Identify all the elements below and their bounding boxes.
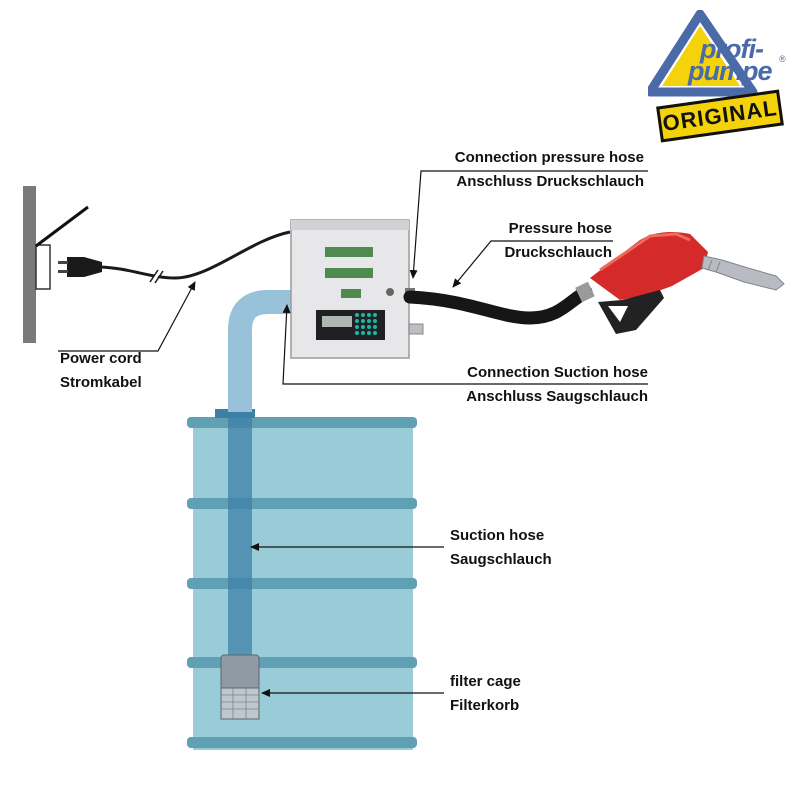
leader-power-cord [58,281,196,352]
pump-unit [290,219,424,359]
pump-nozzle-holder [408,323,424,335]
label-connection-suction-de: Anschluss Saugschlauch [466,388,648,405]
barrel-ring [187,578,417,589]
label-connection-pressure-en: Connection pressure hose [454,149,644,166]
power-cord [58,230,291,284]
label-filter-cage-de: Filterkorb [450,697,520,714]
suction-hose [220,290,292,720]
pump-display [341,289,361,298]
leader-connection-suction [282,304,648,385]
leader-connection-pressure [409,170,648,279]
filter-cage [220,654,260,720]
socket-box [35,244,51,290]
label-power-cord: Power cord Stromkabel [60,347,142,395]
leader-lines [58,170,648,697]
label-power-cord-en: Power cord [60,350,142,367]
label-filter-cage: filter cage Filterkorb [450,670,521,718]
wall [23,186,36,343]
label-filter-cage-en: filter cage [450,673,521,690]
barrel-ring [187,417,417,428]
label-pressure-hose: Pressure hose Druckschlauch [504,217,612,265]
logo-text-line1: profi- [700,34,764,64]
pump-display [325,247,373,257]
label-pressure-hose-en: Pressure hose [508,220,612,237]
label-connection-pressure-de: Anschluss Druckschlauch [456,173,644,190]
wall-socket [23,186,89,343]
logo-registered-mark: ® [779,54,786,64]
barrel-ring [187,498,417,509]
power-plug [58,257,102,277]
label-suction-hose-de: Saugschlauch [450,551,552,568]
pressure-hose [403,285,593,325]
barrel-bung [215,409,255,418]
label-power-cord-de: Stromkabel [60,374,142,391]
label-connection-suction: Connection Suction hose Anschluss Saugsc… [466,361,648,409]
label-pressure-hose-de: Druckschlauch [504,244,612,261]
profi-pumpe-logo: profi- pumpe ® ORIGINAL [648,10,793,143]
label-suction-hose: Suction hose Saugschlauch [450,524,552,572]
label-suction-hose-en: Suction hose [450,527,545,544]
fuel-nozzle [575,232,785,334]
pump-lock [386,288,394,296]
label-connection-pressure: Connection pressure hose Anschluss Druck… [455,146,644,194]
logo-text-line2: pumpe [688,56,773,86]
leader-pressure-hose [452,240,613,288]
socket-cover [35,205,89,248]
keypad-keys [355,313,377,335]
suction-hose-inside [228,418,252,658]
barrel-ring [187,737,417,748]
pump-display [325,268,373,278]
label-connection-suction-en: Connection Suction hose [467,364,648,381]
